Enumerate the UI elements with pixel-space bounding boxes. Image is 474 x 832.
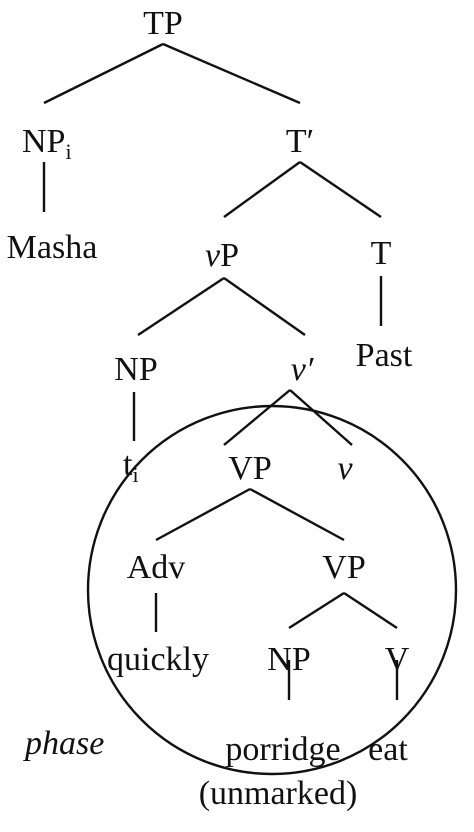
phase-label: phase [23,725,104,762]
edge-vplower-v [343,591,398,630]
tree-edges [42,42,399,700]
node-vp-lower: VP [322,549,365,586]
node-past: Past [356,337,413,374]
node-v-bar: v′ [291,351,314,388]
node-np-subject: NPi [22,123,72,164]
edge-vbar-v [289,389,353,446]
edge-tbar-t [299,161,382,218]
node-little-vp: vP [205,237,239,274]
node-np-trace-parent: NP [114,351,157,388]
edge-vp-adv [155,487,251,542]
node-trace: ti [123,446,139,487]
edge-vplower-np [288,591,345,630]
node-t-bar: T′ [286,123,314,160]
node-masha: Masha [7,229,98,266]
node-vp-upper: VP [228,450,271,487]
phase-circle [86,404,458,776]
node-quickly: quickly [107,641,209,678]
node-v-head: v [337,450,353,487]
node-adv: Adv [127,549,186,586]
node-t-head: T [371,235,392,272]
edge-tp-tbar [162,42,301,105]
edge-vp-np [137,276,225,337]
edge-vp-vbar [223,277,306,336]
edge-vbar-vp [223,389,291,446]
edge-vp-vplower [249,487,345,542]
edge-tbar-vp [223,161,301,218]
edge-tp-np [43,42,164,105]
tree-nodes: TP NPi T′ Masha vP T NP v′ Past ti VP v … [7,5,413,812]
node-tp: TP [143,5,183,42]
node-unmarked: (unmarked) [199,775,358,812]
node-eat: eat [368,731,408,768]
node-porridge: porridge [225,731,340,768]
node-np-object: NP [267,641,310,678]
node-v-verb: V [385,641,410,678]
